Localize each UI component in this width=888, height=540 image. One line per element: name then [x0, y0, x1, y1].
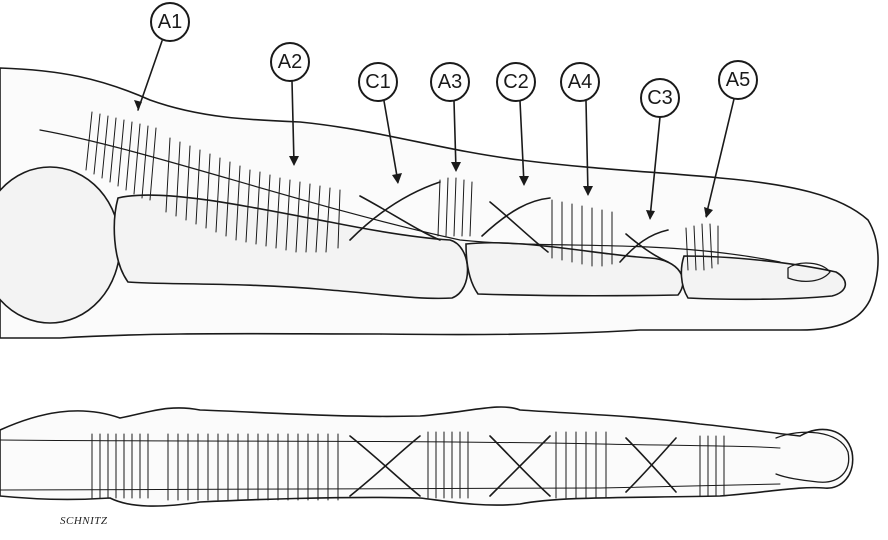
palmar-finger-outline	[0, 407, 853, 506]
palmar-view	[0, 407, 853, 506]
label-a4-text: A4	[568, 71, 592, 93]
label-c3-text: C3	[647, 87, 673, 109]
label-c1-text: C1	[365, 71, 391, 93]
label-a3-text: A3	[438, 71, 462, 93]
label-a5-text: A5	[726, 69, 750, 91]
artist-signature: SCHNITZ	[60, 515, 108, 527]
label-a2-text: A2	[278, 51, 302, 73]
label-a1-text: A1	[158, 11, 182, 33]
lateral-view	[0, 68, 878, 338]
label-c2-text: C2	[503, 71, 529, 93]
